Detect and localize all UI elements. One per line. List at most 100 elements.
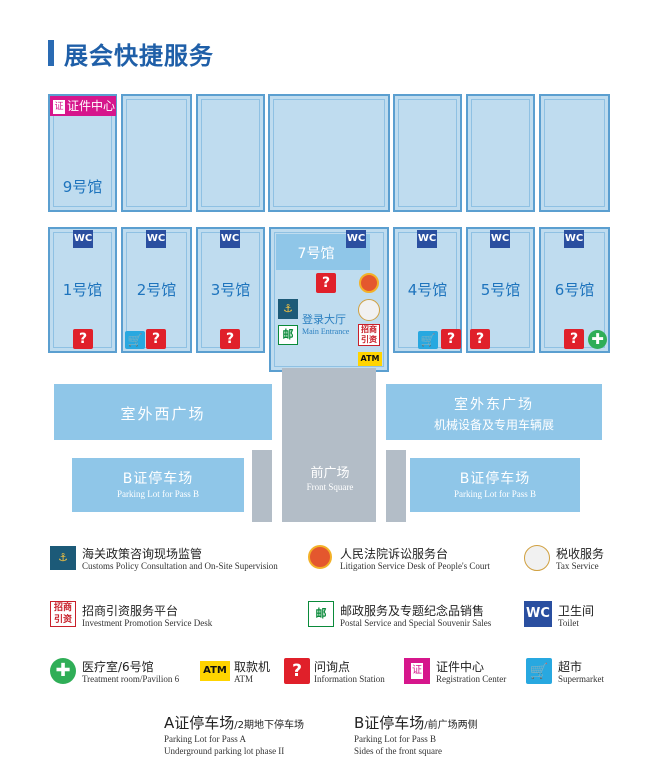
- china-post-icon[interactable]: 邮: [278, 325, 298, 345]
- page-title: 展会快捷服务: [64, 42, 214, 70]
- hall-top-6[interactable]: [466, 94, 535, 212]
- question-icon[interactable]: ?: [316, 273, 336, 293]
- walkway-right: [386, 450, 406, 522]
- medical-cross-icon: ✚: [50, 658, 76, 684]
- legend-registration-en: Registration Center: [436, 674, 507, 684]
- hall-4-label: 4号馆: [407, 281, 448, 299]
- court-emblem-icon[interactable]: [359, 273, 379, 293]
- east-plaza-label: 室外东广场: [454, 397, 534, 413]
- wc-icon[interactable]: WC: [346, 230, 366, 248]
- supermarket-icon: 🛒: [526, 658, 552, 684]
- tax-emblem-icon[interactable]: [358, 299, 380, 321]
- parking-a-subtitle: /2期地下停车场: [234, 720, 304, 731]
- legend-customs-cn: 海关政策咨询现场监管: [82, 547, 203, 561]
- supermarket-icon[interactable]: 🛒: [418, 331, 438, 349]
- wc-icon[interactable]: WC: [73, 230, 93, 248]
- hall-top-4[interactable]: [268, 94, 390, 212]
- hall-6-label: 6号馆: [554, 281, 595, 299]
- legend-investment-cn: 招商引资服务平台: [82, 604, 179, 618]
- question-icon: ?: [284, 658, 310, 684]
- question-icon[interactable]: ?: [441, 329, 461, 349]
- parking-b-subtitle: /前广场两侧: [424, 720, 478, 731]
- parking-b-west-label: B证停车场: [122, 471, 194, 487]
- parking-b-note: B证停车场/前广场两侧: [354, 712, 478, 733]
- west-outdoor-plaza[interactable]: 室外西广场: [54, 384, 272, 440]
- front-square-label-en: Front Square: [306, 482, 354, 492]
- parking-a-note: A证停车场/2期地下停车场: [164, 712, 304, 733]
- legend-atm-en: ATM: [234, 674, 254, 684]
- china-post-icon: 邮: [308, 601, 334, 627]
- legend-medical-cn: 医疗室/6号馆: [82, 660, 154, 674]
- east-plaza-sublabel: 机械设备及专用车辆展: [433, 418, 554, 432]
- customs-icon[interactable]: ⚓: [278, 299, 298, 319]
- parking-b-west[interactable]: B证停车场 Parking Lot for Pass B: [72, 458, 244, 512]
- legend-info-cn: 问询点: [314, 660, 351, 674]
- parking-b-east-label: B证停车场: [459, 471, 531, 487]
- title-accent-bar: [48, 40, 54, 66]
- wc-icon[interactable]: WC: [146, 230, 166, 248]
- legend-tax-cn: 税收服务: [556, 547, 605, 561]
- customs-icon: ⚓: [50, 546, 76, 570]
- hall-top-5[interactable]: [393, 94, 462, 212]
- parking-a-title: A证停车场: [164, 714, 235, 732]
- hall-top-2[interactable]: [121, 94, 192, 212]
- legend-medical-en: Treatment room/Pavilion 6: [82, 674, 180, 684]
- legend-court-en: Litigation Service Desk of People's Cour…: [340, 561, 490, 571]
- hall-top-7[interactable]: [539, 94, 610, 212]
- parking-b-east-label-en: Parking Lot for Pass B: [454, 489, 536, 499]
- question-icon[interactable]: ?: [73, 329, 93, 349]
- supermarket-icon[interactable]: 🛒: [125, 331, 145, 349]
- question-icon[interactable]: ?: [564, 329, 584, 349]
- medical-cross-icon[interactable]: ✚: [588, 330, 607, 349]
- registration-center-badge[interactable]: 证证件中心: [50, 96, 116, 116]
- atm-icon[interactable]: ATM: [358, 352, 382, 366]
- parking-a-en2: Underground parking lot phase II: [164, 746, 285, 756]
- hall-top-3[interactable]: [196, 94, 265, 212]
- legend-post-cn: 邮政服务及专题纪念品销售: [340, 604, 485, 618]
- entrance-walkway: [282, 368, 376, 522]
- legend-info-en: Information Station: [314, 674, 385, 684]
- court-emblem-icon: [308, 545, 332, 569]
- legend-supermarket-cn: 超市: [558, 660, 583, 674]
- hall-9-label: 9号馆: [62, 178, 103, 196]
- wc-icon[interactable]: WC: [564, 230, 584, 248]
- question-icon[interactable]: ?: [220, 329, 240, 349]
- hall-5-label: 5号馆: [480, 281, 521, 299]
- atm-icon: ATM: [200, 661, 230, 681]
- investment-icon: 招商引资: [50, 601, 76, 627]
- lobby-label-en: Main Entrance: [302, 327, 350, 336]
- legend-toilet-cn: 卫生间: [558, 604, 595, 618]
- parking-a-en1: Parking Lot for Pass A: [164, 734, 246, 744]
- wc-icon: WC: [524, 601, 552, 627]
- hall-2-label: 2号馆: [136, 281, 177, 299]
- parking-b-title: B证停车场: [354, 714, 425, 732]
- parking-b-en2: Sides of the front square: [354, 746, 442, 756]
- tax-emblem-icon: [524, 545, 550, 571]
- lobby-label: 登录大厅: [302, 313, 346, 326]
- hall-7-label: 7号馆: [297, 246, 335, 262]
- legend-investment-en: Investment Promotion Service Desk: [82, 618, 213, 628]
- west-plaza-label: 室外西广场: [120, 405, 206, 423]
- legend-tax-en: Tax Service: [556, 561, 599, 571]
- hall-3-label: 3号馆: [210, 281, 251, 299]
- legend-toilet-en: Toilet: [558, 618, 579, 628]
- question-icon[interactable]: ?: [470, 329, 490, 349]
- legend-court-cn: 人民法院诉讼服务台: [340, 547, 449, 561]
- legend-post-en: Postal Service and Special Souvenir Sale…: [340, 618, 492, 628]
- registration-icon: 证: [404, 658, 430, 684]
- legend-supermarket-en: Supermarket: [558, 674, 604, 684]
- wc-icon[interactable]: WC: [220, 230, 240, 248]
- east-outdoor-plaza[interactable]: 室外东广场 机械设备及专用车辆展: [386, 384, 602, 440]
- walkway-left: [252, 450, 272, 522]
- question-icon[interactable]: ?: [146, 329, 166, 349]
- investment-icon[interactable]: 招商引资: [358, 324, 380, 346]
- wc-icon[interactable]: WC: [490, 230, 510, 248]
- hall-1-label: 1号馆: [62, 281, 103, 299]
- parking-b-west-label-en: Parking Lot for Pass B: [117, 489, 199, 499]
- legend-atm-cn: 取款机: [234, 660, 271, 674]
- parking-b-east[interactable]: B证停车场 Parking Lot for Pass B: [410, 458, 580, 512]
- legend-customs-en: Customs Policy Consultation and On-Site …: [82, 561, 278, 571]
- legend-registration-cn: 证件中心: [436, 660, 485, 674]
- wc-icon[interactable]: WC: [417, 230, 437, 248]
- registration-center-label: 证件中心: [67, 99, 116, 113]
